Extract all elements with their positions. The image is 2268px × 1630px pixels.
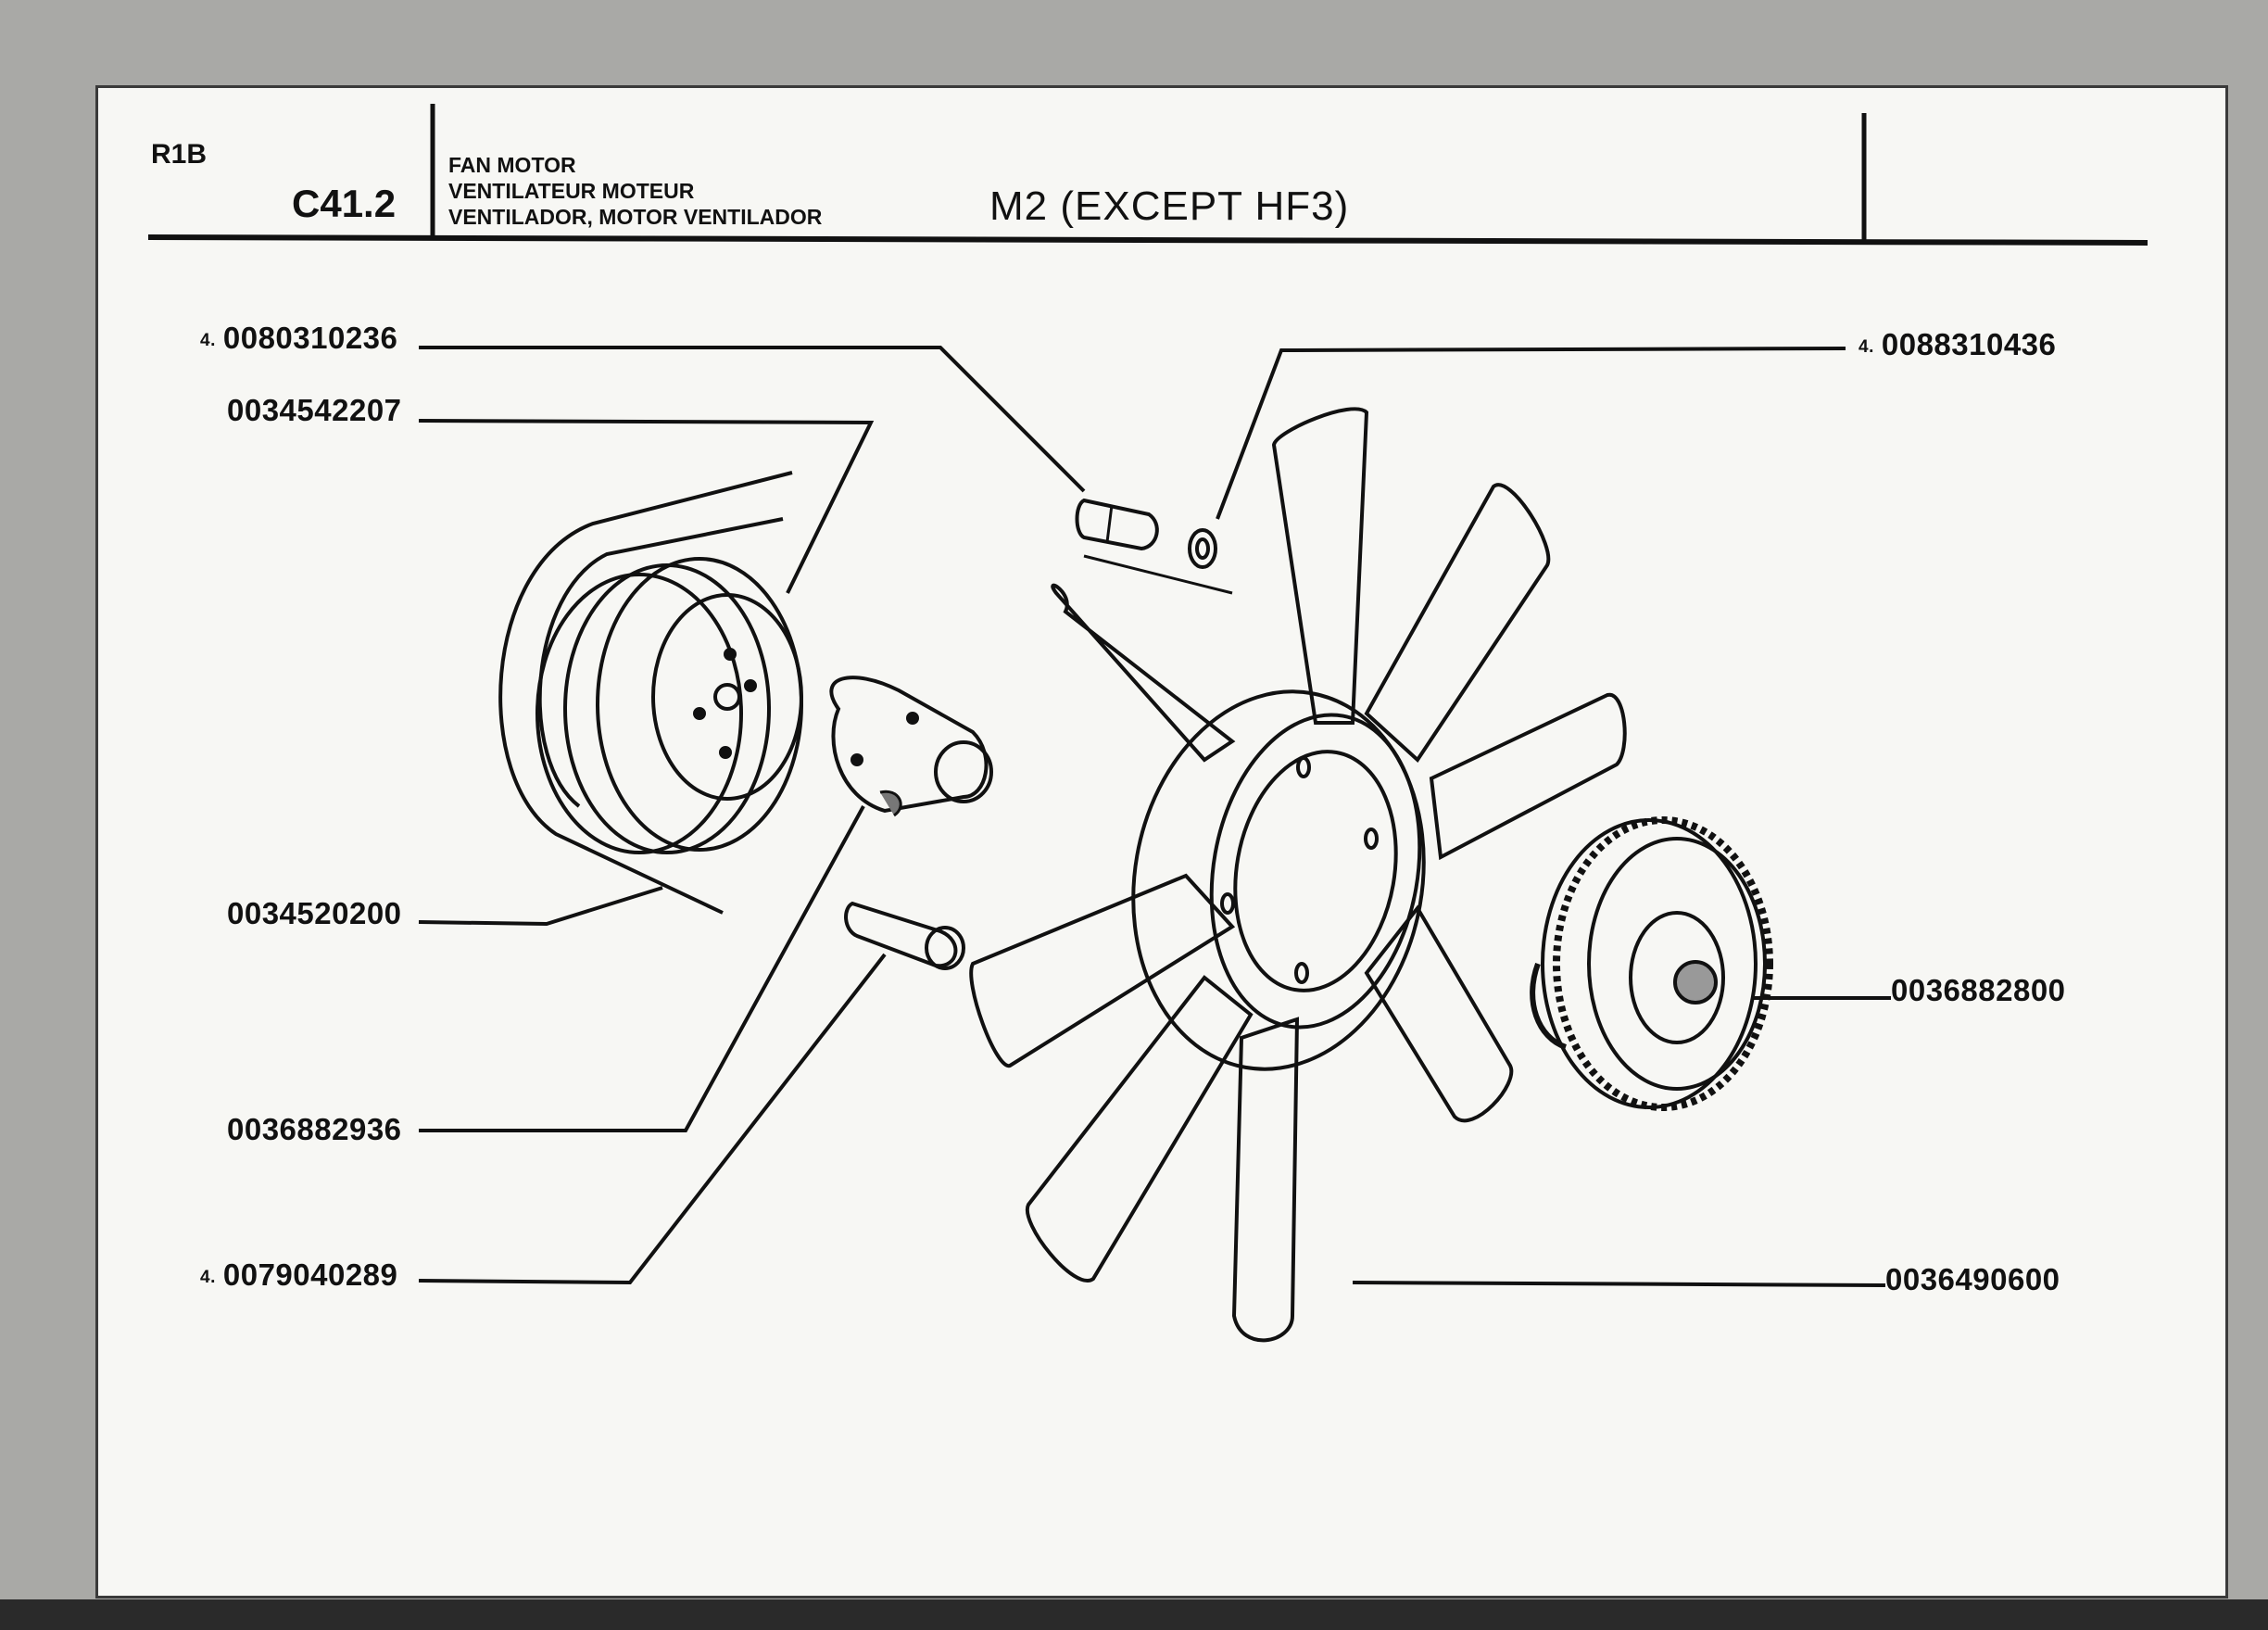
title-spanish: VENTILADOR, MOTOR VENTILADOR bbox=[448, 205, 823, 229]
part-number: 0088310436 bbox=[1881, 327, 2057, 361]
part-number: 0080310236 bbox=[222, 321, 398, 355]
part-number: 0036882800 bbox=[1891, 973, 2066, 1007]
part-number: 0034542207 bbox=[227, 393, 402, 427]
part-label: 0034542207 bbox=[227, 393, 402, 428]
leader-0080310236 bbox=[419, 346, 1086, 493]
fan-blades bbox=[969, 407, 1627, 1343]
header-rule bbox=[147, 234, 2148, 246]
part-number: 0036490600 bbox=[1885, 1262, 2060, 1296]
title-block: FAN MOTOR VENTILATEUR MOTEUR VENTILADOR,… bbox=[448, 152, 822, 230]
v-belt bbox=[498, 471, 793, 915]
part-label: 0034520200 bbox=[227, 896, 402, 931]
fan-hub bbox=[1131, 689, 1426, 1071]
leader-0079040289 bbox=[418, 953, 887, 1285]
viscous-coupling bbox=[1530, 816, 1773, 1111]
part-label: 4. 0088310436 bbox=[1858, 327, 2056, 362]
leader-0036882936 bbox=[419, 805, 865, 1132]
part-qty: 4. bbox=[200, 1268, 216, 1287]
part-label: 4. 0079040289 bbox=[200, 1257, 397, 1293]
washer-top bbox=[1188, 528, 1217, 569]
part-number: 0079040289 bbox=[222, 1257, 398, 1292]
leader-0034520200 bbox=[418, 886, 663, 927]
bolt-bottom bbox=[844, 901, 965, 970]
leader-0088310436 bbox=[1216, 347, 1846, 520]
title-english: FAN MOTOR bbox=[448, 153, 576, 177]
washer-callout bbox=[1083, 554, 1233, 595]
part-label: 0036882936 bbox=[227, 1112, 402, 1147]
part-qty: 4. bbox=[1858, 337, 1874, 357]
part-label: 0036490600 bbox=[1885, 1262, 2060, 1297]
page-code: C41.2 bbox=[292, 182, 397, 225]
leader-0036490600 bbox=[1352, 1281, 1886, 1287]
spacer-hub bbox=[829, 676, 993, 817]
parts-catalog-sheet bbox=[95, 85, 2228, 1598]
part-label: 0036882800 bbox=[1891, 973, 2066, 1008]
leader-0034542207 bbox=[418, 419, 875, 594]
part-number: 0034520200 bbox=[227, 896, 402, 930]
part-qty: 4. bbox=[200, 331, 216, 350]
section-code: R1B bbox=[151, 139, 208, 170]
title-french: VENTILATEUR MOTEUR bbox=[448, 179, 695, 203]
bolt-top bbox=[1075, 498, 1159, 551]
photo-border bbox=[0, 1599, 2268, 1630]
pulley bbox=[536, 557, 803, 854]
model-subtitle: M2 (EXCEPT HF3) bbox=[989, 183, 1350, 229]
part-label: 4. 0080310236 bbox=[200, 321, 397, 356]
part-number: 0036882936 bbox=[227, 1112, 402, 1146]
